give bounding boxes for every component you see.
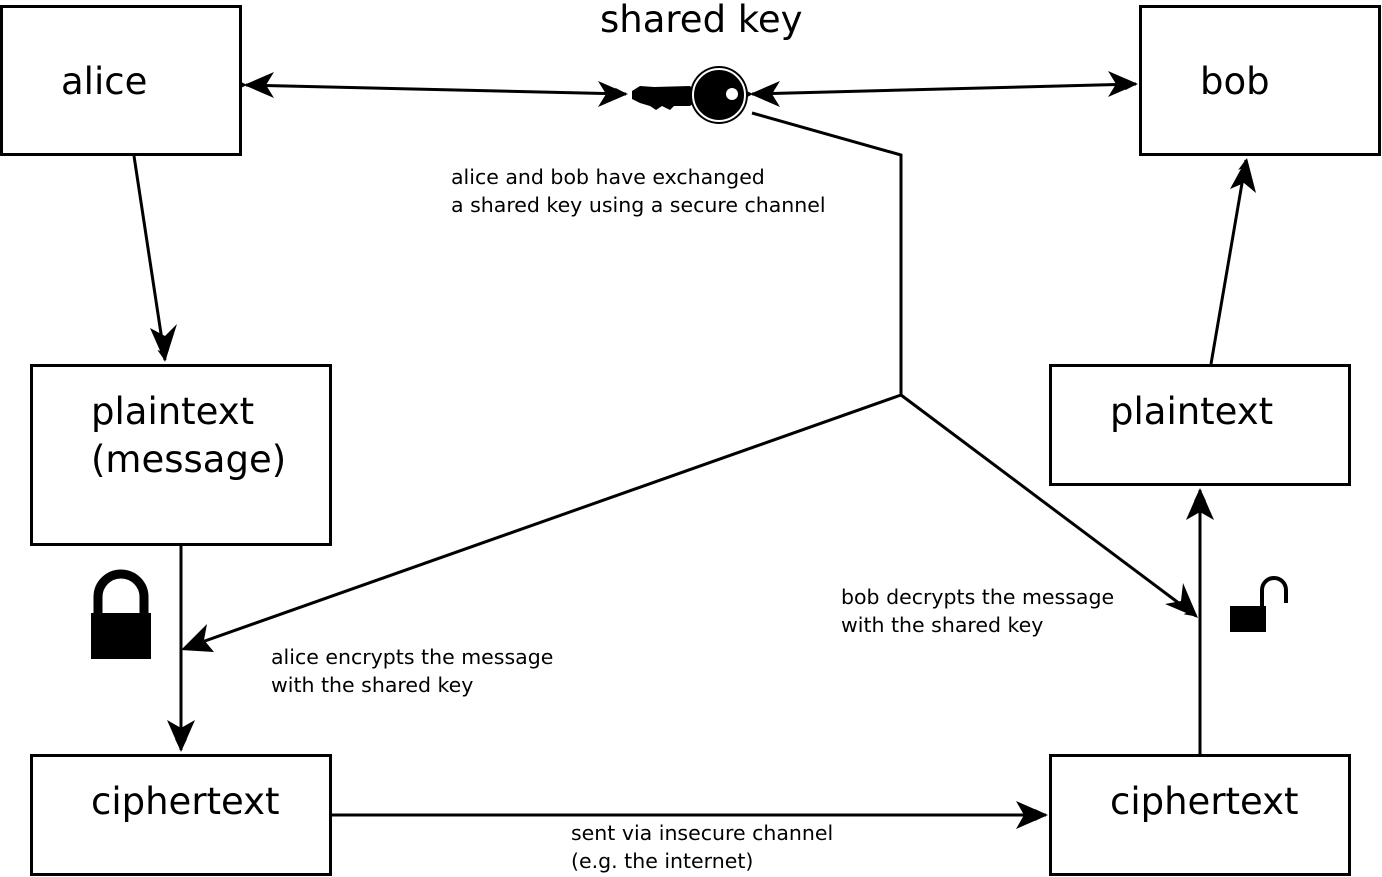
plaintext-right-box: plaintext (1049, 364, 1351, 486)
plaintext-to-bob-arrow (1209, 159, 1251, 365)
key-to-encrypt-arrow (184, 393, 902, 650)
decrypt-note-line-2: with the shared key (841, 612, 1044, 637)
ciphertext-left-label: ciphertext (91, 780, 280, 823)
key-exchange-note-line-1: alice and bob have exchanged (451, 165, 765, 189)
message-label: (message) (91, 438, 287, 481)
ciphertext-right-label: ciphertext (1110, 780, 1299, 823)
plaintext-label: plaintext (91, 390, 255, 433)
alice-label: alice (61, 60, 148, 103)
bob-label: bob (1200, 60, 1270, 103)
key-distribution-line (751, 111, 903, 395)
encrypt-note-line-2: with the shared key (271, 672, 474, 697)
alice-to-plaintext-arrow (132, 155, 170, 361)
encrypt-note-line-1: alice encrypts the message (271, 645, 554, 669)
channel-note: sent via insecure channel (e.g. the inte… (571, 820, 833, 875)
key-to-decrypt-arrow (900, 393, 1197, 618)
plaintext-message-box: plaintext (message) (30, 364, 332, 546)
shared-key-title: shared key (600, 0, 803, 41)
alice-key-connector (234, 78, 627, 100)
channel-note-line-1: sent via insecure channel (571, 821, 834, 845)
arrowheads (150, 71, 1256, 829)
channel-note-line-2: (e.g. the internet) (571, 848, 754, 873)
key-bob-connector (740, 78, 1137, 101)
key-exchange-note-line-2: a shared key using a secure channel (451, 192, 826, 217)
decrypt-note: bob decrypts the message with the shared… (841, 584, 1114, 639)
key-exchange-note: alice and bob have exchanged a shared ke… (451, 164, 826, 219)
decrypt-note-line-1: bob decrypts the message (841, 585, 1115, 609)
ciphertext-left-box: ciphertext (30, 754, 332, 876)
alice-box: alice (0, 5, 242, 156)
plaintext-right-label: plaintext (1110, 390, 1274, 433)
encrypt-note: alice encrypts the message with the shar… (271, 644, 553, 699)
bob-box: bob (1139, 5, 1381, 156)
ciphertext-right-box: ciphertext (1049, 754, 1351, 876)
